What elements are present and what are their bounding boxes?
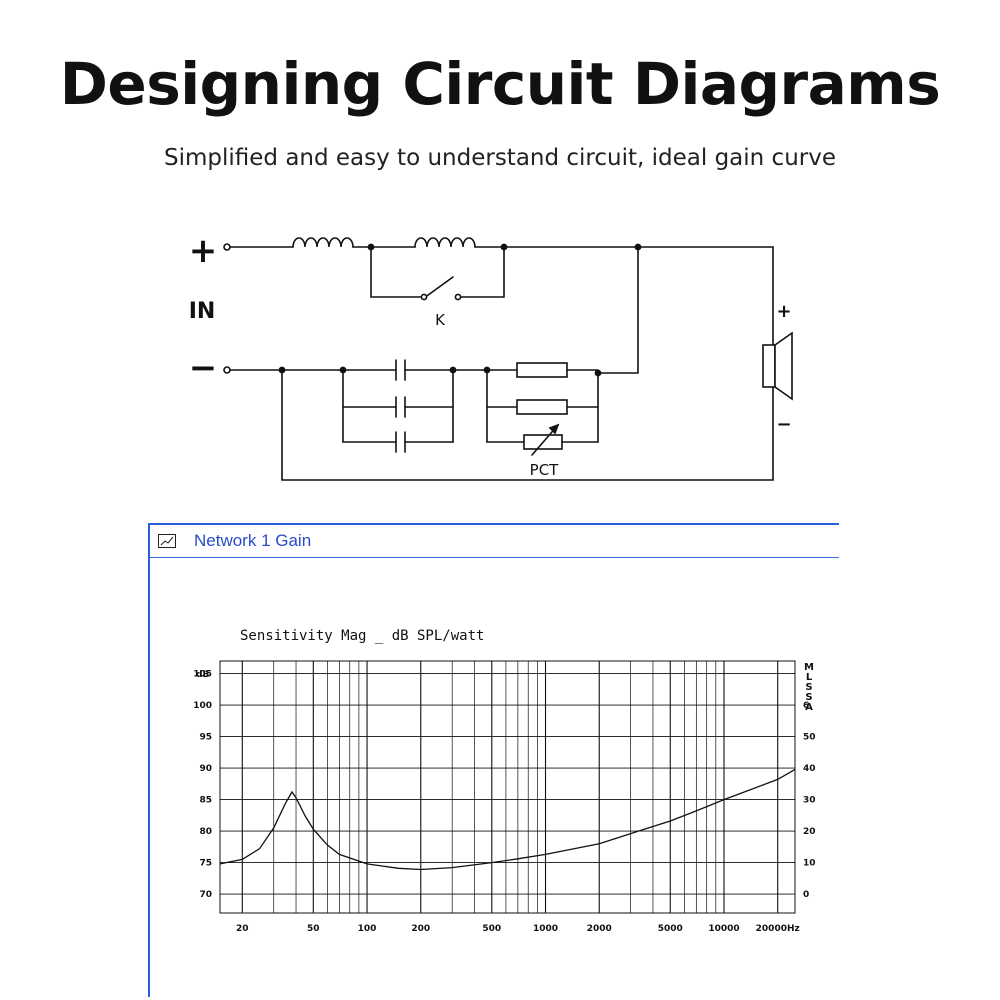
- thermistor-label: PCT: [530, 461, 560, 479]
- right-tick-label-6: 6: [803, 701, 809, 711]
- x-tick-label-3: 200: [411, 924, 430, 934]
- right-junction-wire: [597, 246, 639, 374]
- window-title: Network 1 Gain: [194, 531, 312, 550]
- x-tick-label-5: 1000: [533, 924, 558, 934]
- plot-frame: [219, 660, 796, 914]
- switch-label: K: [435, 311, 446, 329]
- capacitor-bank: [229, 359, 457, 453]
- gain-chart: Sensitivity Mag _ dB SPL/watt dB 70 75 80 8…: [193, 628, 816, 934]
- page-title: Designing Circuit Diagrams: [59, 50, 941, 118]
- chart-window-icon[interactable]: [158, 534, 176, 548]
- right-axis-letter-1: L: [806, 672, 813, 683]
- right-tick-label-4: 40: [803, 764, 816, 774]
- right-axis-letter-3: S: [805, 692, 812, 703]
- right-tick-label-5: 50: [803, 733, 816, 743]
- x-tick-label-1: 50: [307, 924, 320, 934]
- speaker-icon: [762, 331, 793, 401]
- input-minus-sign: −: [189, 348, 218, 388]
- y-tick-label-1: 75: [199, 859, 212, 869]
- speaker-plus-sign: +: [776, 301, 791, 322]
- right-tick-label-0: 0: [803, 890, 809, 900]
- right-tick-label-3: 30: [803, 796, 816, 806]
- y-axis-label: dB: [196, 670, 209, 680]
- top-line-inductors: [229, 237, 774, 251]
- chart-grid: [219, 660, 796, 914]
- gain-window: Network 1 Gain Sensitivity Mag _ dB SPL/…: [148, 523, 839, 997]
- bypass-switch: [370, 246, 505, 301]
- y-tick-label-4: 90: [199, 764, 212, 774]
- right-tick-label-2: 20: [803, 827, 816, 837]
- input-plus-sign: +: [189, 231, 218, 271]
- x-tick-label-0: 20: [236, 924, 249, 934]
- y-tick-labels: 70 75 80 85 90 95 100 105: [193, 670, 212, 901]
- x-tick-label-8: 10000: [708, 924, 739, 934]
- chart-title: Sensitivity Mag _ dB SPL/watt: [240, 628, 484, 644]
- crossover-circuit-diagram: + − IN K: [189, 231, 793, 481]
- y-tick-label-5: 95: [199, 733, 212, 743]
- window-body: Sensitivity Mag _ dB SPL/watt dB 70 75 80 8…: [150, 558, 839, 997]
- speaker-minus-sign: −: [776, 414, 791, 435]
- page-subtitle: Simplified and easy to understand circui…: [164, 145, 836, 171]
- input-plus-terminal: [223, 243, 231, 251]
- y-tick-label-6: 100: [193, 701, 212, 711]
- y-tick-label-3: 85: [199, 796, 212, 806]
- right-axis-letter-0: M: [804, 662, 814, 673]
- resistor-network: [452, 362, 602, 456]
- right-axis-letter-4: A: [805, 702, 813, 713]
- x-tick-label-9: 20000Hz: [756, 924, 800, 934]
- y-tick-label-2: 80: [199, 827, 212, 837]
- window-titlebar[interactable]: Network 1 Gain: [150, 525, 839, 558]
- right-tick-labels: 0 10 20 30 40 50 6: [803, 701, 816, 900]
- input-minus-terminal: [223, 366, 231, 374]
- x-tick-label-6: 2000: [587, 924, 612, 934]
- x-tick-label-4: 500: [482, 924, 501, 934]
- series-line: [219, 768, 796, 871]
- right-axis-letter-2: S: [805, 682, 812, 693]
- input-label: IN: [189, 299, 216, 324]
- y-tick-label-7: 105: [193, 670, 212, 680]
- x-tick-label-2: 100: [358, 924, 377, 934]
- y-tick-label-0: 70: [199, 890, 212, 900]
- right-tick-label-1: 10: [803, 859, 816, 869]
- x-tick-labels: 20 50 100 200 500 1000 2000 5000 10000 20000Hz: [236, 924, 800, 934]
- x-tick-label-7: 5000: [658, 924, 683, 934]
